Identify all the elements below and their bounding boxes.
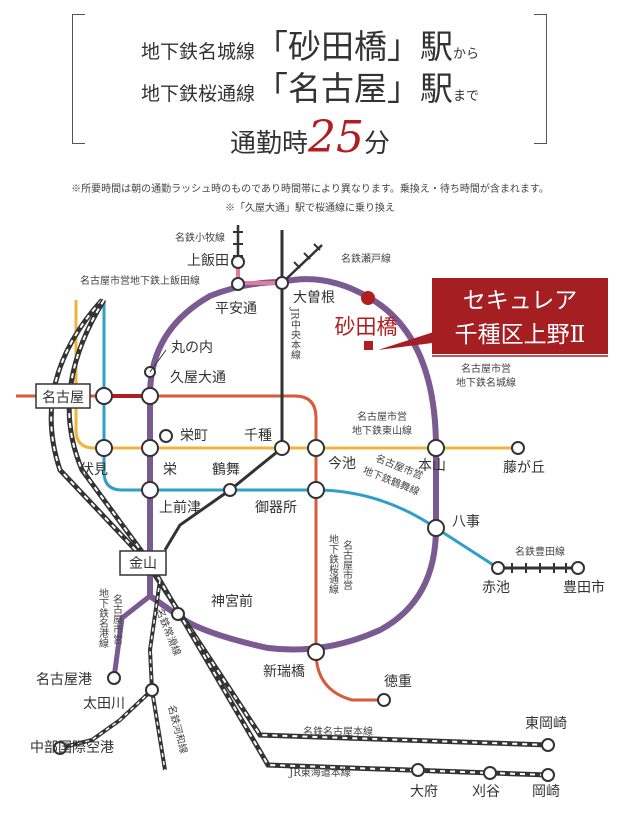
line-label-tokaido: JR東海道本線	[288, 766, 351, 779]
right-bracket	[534, 14, 547, 144]
station-marker-yagoto	[427, 519, 445, 537]
station-box-kanayama	[119, 550, 167, 576]
label-ozone: 大曽根	[293, 290, 335, 306]
label-obu: 大府	[410, 784, 438, 800]
label-gokiso: 御器所	[255, 500, 297, 516]
line-label-komaki: 名鉄小牧線	[175, 231, 225, 244]
station-marker-sakae-machi	[159, 429, 173, 443]
station-marker-heiando	[231, 277, 245, 291]
headline-line-1: 地下鉄名城線「砂田橋」駅から	[140, 27, 480, 66]
line-label-toyota: 名鉄豊田線	[515, 545, 565, 558]
line-label-meiko-2: 地下鉄名港線	[97, 587, 109, 648]
line-label-chuo: JR中央本線	[289, 307, 301, 360]
left-bracket	[72, 14, 85, 144]
station-marker-akaike	[491, 561, 505, 575]
station-marker-kamiiida	[231, 255, 245, 269]
label-yagoto: 八事	[452, 514, 480, 530]
label-kariya: 刈谷	[472, 784, 500, 800]
callout-pointer	[378, 330, 440, 350]
label-imaike: 今池	[328, 456, 356, 472]
label-fushimi: 伏見	[80, 462, 108, 478]
line-label-nagoya-main: 名鉄名古屋本線	[303, 725, 373, 738]
station-marker-jingumae	[171, 607, 185, 621]
property-name-line1: セキュレア	[463, 288, 578, 314]
label-sunadabashi: 砂田橋	[335, 315, 398, 339]
station-marker-imaike	[307, 439, 325, 457]
station-marker-sakae	[141, 439, 159, 457]
label-otagawa: 太田川	[83, 696, 125, 712]
label-nagoyako: 名古屋港	[36, 672, 92, 688]
station-marker-nagoyako	[107, 671, 121, 685]
line-label-higashiyama-1: 名古屋市営	[357, 410, 407, 423]
label-kamimaezu: 上前津	[159, 499, 201, 516]
seto-line-track	[281, 244, 323, 284]
label-chubu-airport: 中部国際空港	[30, 740, 114, 756]
property-name-line2: 千種区上野Ⅱ	[455, 322, 586, 348]
label-motoyama: 本山	[418, 458, 446, 474]
station-marker-kariya	[483, 766, 497, 780]
station-marker-chikusa	[274, 440, 290, 456]
label-tokushige: 徳重	[384, 674, 412, 690]
meijo-line-track	[147, 276, 439, 653]
station-marker-tokushige	[377, 693, 391, 707]
station-marker-sunadabashi	[361, 291, 375, 305]
station-marker-ozone	[275, 276, 289, 290]
line-label-kowa: 名鉄河和線	[165, 703, 190, 755]
label-okazaki: 岡崎	[532, 784, 560, 800]
property-callout-box	[432, 278, 608, 354]
label-hisaya: 久屋大通	[170, 370, 226, 386]
label-sakae: 栄	[163, 462, 177, 478]
label-heiando: 平安通	[215, 301, 257, 317]
station-marker-gokiso	[307, 481, 325, 499]
station-marker-toyotashi	[571, 561, 585, 575]
label-akaike: 赤池	[482, 580, 510, 596]
line-label-sakura-1: 名古屋市営	[341, 539, 353, 591]
station-marker-tsurumai	[223, 483, 237, 497]
station-marker-chubu-airport	[53, 741, 67, 755]
label-higashiokazaki: 東岡崎	[525, 716, 567, 732]
label-kanayama: 金山	[129, 556, 157, 572]
station-marker-aratamabashi	[307, 643, 325, 661]
station-marker-obu	[411, 763, 425, 777]
note-commute-time: ※所要時間は朝の通勤ラッシュ時のものであり時間帯により異なります。乗換え・待ち時…	[71, 184, 549, 195]
property-marker	[364, 341, 373, 350]
line-label-meiko-1: 名古屋市営	[111, 593, 123, 645]
label-toyotashi: 豊田市	[563, 579, 605, 596]
station-marker-okazaki	[541, 768, 555, 782]
line-label-meijo-1: 名古屋市営	[461, 362, 511, 375]
station-marker-hisaya	[141, 387, 159, 405]
higashiyama-line-track	[74, 300, 518, 450]
line-label-meijo-2: 地下鉄名城線	[456, 376, 516, 389]
label-kamiiida: 上飯田	[187, 252, 229, 269]
station-marker-fujigaoka	[511, 441, 525, 455]
label-jingumae: 神宮前	[211, 593, 253, 610]
line-label-sakura-2: 地下鉄桜通線	[327, 533, 339, 594]
line-label-kamiiida: 名古屋市営地下鉄上飯田線	[80, 274, 200, 287]
note-transfer: ※「久屋大通」駅で桜通線に乗り換え	[225, 203, 395, 214]
label-fujigaoka: 藤が丘	[503, 460, 545, 476]
station-marker-motoyama	[427, 439, 445, 457]
label-chikusa: 千種	[244, 428, 272, 444]
label-tsurumai: 鶴舞	[212, 461, 240, 478]
station-box-nagoya	[35, 383, 91, 409]
station-marker-nagoya	[95, 387, 113, 405]
meiko-line-track	[111, 560, 153, 679]
headline-line-2: 地下鉄桜通線「名古屋」駅まで	[140, 69, 480, 108]
station-marker-kamimaezu	[141, 481, 159, 499]
station-marker-otagawa	[145, 683, 159, 697]
label-sakae-machi: 栄町	[180, 428, 208, 444]
commute-time: 通勤時25分	[229, 112, 391, 163]
station-marker-fushimi	[95, 439, 113, 457]
line-label-seto: 名鉄瀬戸線	[341, 252, 391, 265]
label-nagoya: 名古屋	[42, 390, 84, 406]
station-marker-higashiokazaki	[541, 738, 555, 752]
line-label-higashiyama-2: 地下鉄東山線	[352, 424, 412, 437]
label-marunouchi: 丸の内	[171, 340, 213, 356]
label-aratamabashi: 新瑞橋	[263, 664, 305, 680]
